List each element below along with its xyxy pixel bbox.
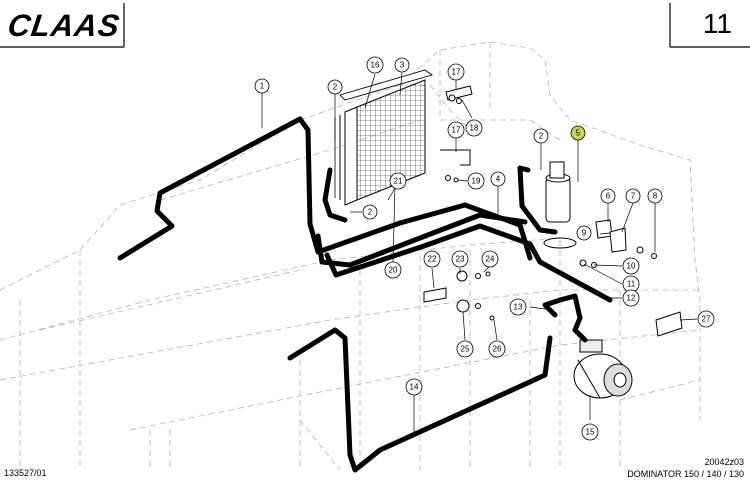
callout-16: 16 bbox=[366, 56, 384, 74]
callout-5-label: 5 bbox=[576, 129, 581, 138]
callout-24-label: 24 bbox=[486, 255, 495, 264]
callout-17b: 17 bbox=[447, 121, 465, 139]
ac-hose-lines bbox=[117, 116, 613, 473]
callout-23: 23 bbox=[451, 250, 469, 268]
callout-14-label: 14 bbox=[410, 383, 419, 392]
callout-1-label: 1 bbox=[260, 82, 265, 91]
callout-25-label: 25 bbox=[461, 345, 470, 354]
brand-logo: CLAAS bbox=[5, 8, 123, 43]
callout-13: 13 bbox=[509, 298, 527, 316]
drawing-number: 133527/01 bbox=[4, 468, 47, 478]
leader-lines bbox=[261, 71, 698, 432]
callout-21: 21 bbox=[389, 172, 407, 190]
callout-17b-label: 17 bbox=[452, 126, 461, 135]
callout-13-label: 13 bbox=[514, 303, 523, 312]
callout-27: 27 bbox=[697, 310, 715, 328]
callout-12-label: 12 bbox=[627, 294, 636, 303]
callout-6: 6 bbox=[600, 188, 616, 204]
callout-9: 9 bbox=[576, 225, 592, 241]
callout-3-label: 3 bbox=[400, 61, 405, 70]
callout-18-label: 18 bbox=[470, 124, 479, 133]
compressor bbox=[573, 339, 633, 399]
callout-17a: 17 bbox=[447, 63, 465, 81]
callout-26: 26 bbox=[488, 340, 506, 358]
callout-12: 12 bbox=[622, 289, 640, 307]
callout-15: 15 bbox=[581, 423, 599, 441]
callout-2b: 2 bbox=[362, 204, 378, 220]
callout-27-label: 27 bbox=[702, 315, 711, 324]
callout-5: 5 bbox=[570, 125, 586, 141]
callout-1: 1 bbox=[254, 78, 270, 94]
callout-8: 8 bbox=[647, 188, 663, 204]
callout-18: 18 bbox=[465, 119, 483, 137]
callout-14: 14 bbox=[405, 378, 423, 396]
model-name: DOMINATOR 150 / 140 / 130 bbox=[627, 469, 744, 479]
callout-8-label: 8 bbox=[653, 192, 658, 201]
callout-4-label: 4 bbox=[496, 175, 501, 184]
callout-22-label: 22 bbox=[428, 255, 437, 264]
callout-2b-label: 2 bbox=[368, 208, 373, 217]
callout-2a: 2 bbox=[327, 79, 343, 95]
callout-10: 10 bbox=[622, 257, 640, 275]
callout-23-label: 23 bbox=[456, 255, 465, 264]
condenser-unit bbox=[334, 69, 434, 206]
page-number: 11 bbox=[702, 8, 732, 39]
callout-5-highlight[interactable] bbox=[570, 125, 586, 141]
callout-15-label: 15 bbox=[586, 428, 595, 437]
callout-24: 24 bbox=[481, 250, 499, 268]
callout-19: 19 bbox=[467, 172, 485, 190]
callout-7: 7 bbox=[625, 188, 641, 204]
diagram-code: 20042z03 bbox=[704, 457, 744, 467]
callout-20: 20 bbox=[384, 261, 402, 279]
callout-26-label: 26 bbox=[493, 345, 502, 354]
callout-22: 22 bbox=[423, 250, 441, 268]
callout-7-label: 7 bbox=[631, 192, 636, 201]
callout-2c-label: 2 bbox=[539, 132, 544, 141]
callout-11-label: 11 bbox=[627, 280, 636, 289]
callout-21-label: 21 bbox=[394, 177, 403, 186]
callout-25: 25 bbox=[456, 340, 474, 358]
callout-20-label: 20 bbox=[389, 266, 398, 275]
callout-17a-label: 17 bbox=[452, 68, 461, 77]
brackets-and-fittings bbox=[423, 85, 683, 337]
callout-16-label: 16 bbox=[371, 61, 380, 70]
callout-4: 4 bbox=[490, 171, 506, 187]
callout-3: 3 bbox=[394, 57, 410, 73]
header-frame bbox=[0, 3, 750, 48]
callout-9-label: 9 bbox=[582, 229, 587, 238]
callout-6-label: 6 bbox=[606, 192, 611, 201]
callout-2a-label: 2 bbox=[333, 83, 338, 92]
callout-19-label: 19 bbox=[472, 177, 481, 186]
receiver-drier bbox=[543, 161, 577, 249]
callout-10-label: 10 bbox=[627, 262, 636, 271]
callout-2c: 2 bbox=[533, 128, 549, 144]
